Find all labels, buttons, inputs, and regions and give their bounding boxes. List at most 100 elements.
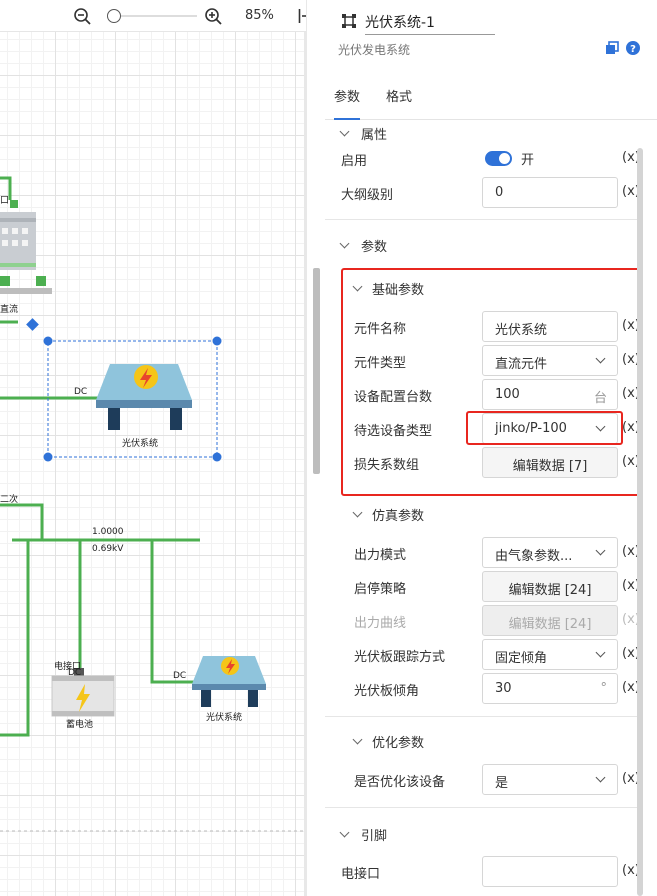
divider xyxy=(325,219,637,220)
wire xyxy=(0,176,12,200)
name-input[interactable]: 光伏系统 xyxy=(482,311,618,342)
fx-button[interactable]: (x) xyxy=(622,386,637,401)
diagram-canvas[interactable]: 口 直流 DC 光伏系统 二次 1.0000 0.69kV 电接口 DC 蓄电池… xyxy=(0,0,306,896)
component-name-input[interactable]: 光伏系统-1 xyxy=(365,12,495,35)
section-title: 参数 xyxy=(361,240,388,255)
fx-button[interactable]: (x) xyxy=(622,863,637,878)
section-title: 基础参数 xyxy=(372,283,425,298)
tilt-input[interactable]: 30 ° xyxy=(482,673,618,704)
chevron-down-icon xyxy=(595,647,606,658)
chevron-down-icon xyxy=(352,507,363,518)
bus-voltage-label: 0.69kV xyxy=(92,544,124,554)
collapse-right-icon[interactable] xyxy=(298,9,306,23)
fx-button[interactable]: (x) xyxy=(622,544,637,559)
panel-scroll-area[interactable]: 属性 启用 开 (x) 大纲级别 0 (x) 参数 基础参数 xyxy=(325,121,637,896)
curve-row: 出力曲线 编辑数据 [24] (x) xyxy=(325,605,637,636)
output-mode-row: 出力模式 由气象参数... (x) xyxy=(325,537,637,568)
panel-header: 光伏系统-1 光伏发电系统 ? 参数 格式 xyxy=(325,0,657,120)
fx-button[interactable]: (x) xyxy=(622,318,637,333)
fx-button[interactable]: (x) xyxy=(622,578,637,593)
fx-button: (x) xyxy=(622,612,637,627)
panel-splitter-handle[interactable] xyxy=(313,268,320,474)
optimize-label: 是否优化该设备 xyxy=(354,775,446,790)
zoom-slider-track[interactable] xyxy=(121,15,197,17)
battery-port-label: 电接口 xyxy=(54,662,82,672)
fx-button[interactable]: (x) xyxy=(622,420,637,435)
section-title: 仿真参数 xyxy=(372,509,425,524)
tab-params[interactable]: 参数 xyxy=(334,86,361,120)
port-row: 电接口 (x) xyxy=(325,856,637,887)
selection-handle xyxy=(212,336,222,346)
curve-label: 出力曲线 xyxy=(354,616,407,631)
candidate-select-value: jinko/P-100 xyxy=(495,421,567,436)
chevron-down-icon xyxy=(595,545,606,556)
chevron-down-icon xyxy=(595,772,606,783)
selection-handle xyxy=(43,452,53,462)
outline-input[interactable]: 0 xyxy=(482,177,618,208)
chevron-down-icon xyxy=(352,734,363,745)
secondary-label: 二次 xyxy=(0,495,19,505)
chevron-down-icon xyxy=(339,126,350,137)
section-simulation-header[interactable]: 仿真参数 xyxy=(325,505,637,525)
dc-port-label: DC xyxy=(74,387,88,397)
zoom-out-icon[interactable] xyxy=(74,8,91,25)
fx-button[interactable]: (x) xyxy=(622,680,637,695)
selection-handle xyxy=(43,336,53,346)
svg-text:?: ? xyxy=(630,44,636,55)
startstop-label: 启停策略 xyxy=(354,582,407,597)
type-select-value: 直流元件 xyxy=(495,357,548,372)
component-icon xyxy=(342,14,356,28)
wire xyxy=(150,540,195,684)
fx-button[interactable]: (x) xyxy=(622,454,637,469)
output-mode-select[interactable]: 由气象参数... xyxy=(482,537,618,568)
fx-button[interactable]: (x) xyxy=(622,184,637,199)
enable-row: 启用 开 (x) xyxy=(325,143,637,173)
chevron-down-icon xyxy=(352,281,363,292)
pv-system-icon xyxy=(192,656,266,707)
name-label: 元件名称 xyxy=(354,322,407,337)
battery-name-label[interactable]: 蓄电池 xyxy=(66,720,94,730)
port-input[interactable] xyxy=(482,856,618,887)
canvas-splitter[interactable] xyxy=(304,0,307,896)
section-pins-header[interactable]: 引脚 xyxy=(325,825,637,845)
battery-icon xyxy=(51,668,115,717)
optimize-select[interactable]: 是 xyxy=(482,764,618,795)
pv-name-label[interactable]: 光伏系统 xyxy=(122,439,159,449)
section-optimization-header[interactable]: 优化参数 xyxy=(325,732,637,752)
edit-loss-button[interactable]: 编辑数据 [7] xyxy=(482,447,618,478)
tab-format[interactable]: 格式 xyxy=(386,90,413,105)
fx-button[interactable]: (x) xyxy=(622,352,637,367)
tracking-row: 光伏板跟踪方式 固定倾角 (x) xyxy=(325,639,637,670)
tracking-select[interactable]: 固定倾角 xyxy=(482,639,618,670)
chevron-down-icon xyxy=(339,238,350,249)
section-basic-header[interactable]: 基础参数 xyxy=(325,279,637,299)
battery-dc-label: DC xyxy=(68,668,82,678)
pv-name-label[interactable]: 光伏系统 xyxy=(206,713,243,723)
section-params-header[interactable]: 参数 xyxy=(325,236,637,256)
count-input[interactable]: 100 台 xyxy=(482,379,618,410)
enable-label: 启用 xyxy=(341,154,368,169)
outline-row: 大纲级别 0 (x) xyxy=(325,177,637,208)
tilt-label: 光伏板倾角 xyxy=(354,684,420,699)
panel-scrollbar[interactable] xyxy=(637,148,643,896)
copy-icon[interactable] xyxy=(605,41,619,55)
fx-button[interactable]: (x) xyxy=(622,150,637,165)
loss-label: 损失系数组 xyxy=(354,458,420,473)
fx-button[interactable]: (x) xyxy=(622,646,637,661)
tilt-unit: ° xyxy=(600,681,608,696)
count-label: 设备配置台数 xyxy=(354,390,433,405)
chevron-down-icon xyxy=(339,827,350,838)
candidate-select[interactable]: jinko/P-100 xyxy=(482,413,618,444)
zoom-slider-thumb[interactable] xyxy=(107,9,121,23)
candidate-label: 待选设备类型 xyxy=(354,424,433,439)
tilt-value: 30 xyxy=(495,681,512,696)
edit-startstop-button[interactable]: 编辑数据 [24] xyxy=(482,571,618,602)
enable-toggle[interactable] xyxy=(485,151,512,166)
zoom-in-icon[interactable] xyxy=(205,8,222,25)
wire xyxy=(0,503,44,540)
fx-button[interactable]: (x) xyxy=(622,771,637,786)
help-icon[interactable]: ? xyxy=(626,41,640,55)
section-title: 属性 xyxy=(361,128,388,143)
type-select[interactable]: 直流元件 xyxy=(482,345,618,376)
section-attributes-header[interactable]: 属性 xyxy=(325,124,637,144)
